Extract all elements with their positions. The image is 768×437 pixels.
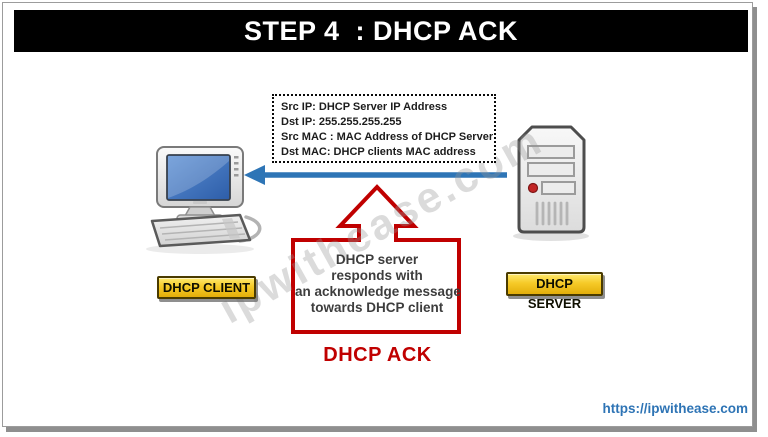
- footer-url: https://ipwithease.com: [602, 401, 748, 416]
- page-title: STEP 4 : DHCP ACK: [243, 15, 519, 46]
- ack-caption: DHCP ACK: [323, 344, 432, 366]
- callout-line: DHCP server: [335, 252, 419, 267]
- server-tower-icon: [513, 125, 589, 241]
- packet-line-dst-ip: Dst IP: 255.255.255.255: [281, 116, 402, 128]
- packet-line-src-mac: Src MAC : MAC Address of DHCP Server: [281, 131, 494, 143]
- client-label: DHCP CLIENT: [157, 276, 256, 299]
- server-label: DHCP SERVER: [506, 272, 603, 311]
- title-bar: STEP 4 : DHCP ACK: [14, 10, 748, 52]
- callout-message: DHCP server responds with an acknowledge…: [295, 252, 461, 316]
- packet-info-box: Src IP: DHCP Server IP Address Dst IP: 2…: [272, 94, 496, 163]
- packet-line-src-ip: Src IP: DHCP Server IP Address: [281, 101, 448, 113]
- callout-up-arrow-shape: [291, 184, 461, 334]
- callout-line: responds with: [331, 268, 423, 283]
- left-arrow-icon: [244, 165, 507, 185]
- callout-line: towards DHCP client: [310, 300, 444, 315]
- packet-line-dst-mac: Dst MAC: DHCP clients MAC address: [281, 146, 476, 158]
- desktop-computer-icon: [146, 146, 262, 254]
- callout-line: an acknowledge message: [295, 284, 461, 299]
